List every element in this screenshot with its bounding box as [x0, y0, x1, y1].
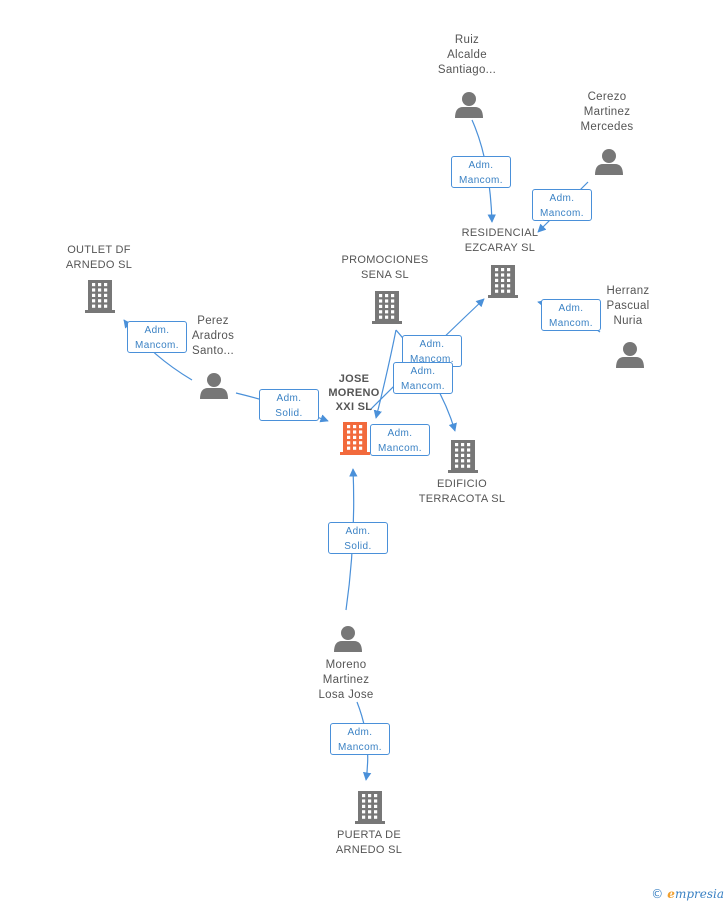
copyright-icon: ©	[651, 887, 664, 901]
role-badge-line2: Mancom.	[338, 742, 382, 753]
role-badge-line2: Solid.	[344, 541, 372, 552]
person-icon[interactable]	[455, 92, 483, 118]
node-label-herranz[interactable]: Herranz Pascual Nuria	[606, 284, 650, 327]
building-icon[interactable]	[355, 791, 385, 824]
building-icon[interactable]	[85, 280, 115, 313]
role-badge-line2: Mancom.	[401, 381, 445, 392]
role-badge-line1: Adm.	[387, 428, 413, 439]
node-label-puerta[interactable]: PUERTA DE ARNEDO SL	[335, 829, 403, 856]
building-icon[interactable]	[488, 265, 518, 298]
role-badge-line1: Adm.	[410, 366, 436, 377]
role-badge-line1: Adm.	[345, 526, 371, 537]
person-icon[interactable]	[595, 149, 623, 175]
role-badge[interactable]: Adm. Mancom.	[127, 321, 187, 353]
role-badge[interactable]: Adm. Mancom.	[451, 156, 511, 188]
role-badge-line2: Mancom.	[540, 208, 584, 219]
role-badge[interactable]: Adm. Solid.	[328, 522, 388, 554]
brand-name: mpresia	[674, 887, 724, 901]
building-icon[interactable]	[448, 440, 478, 473]
role-badge-line1: Adm.	[276, 393, 302, 404]
role-badge-line1: Adm.	[144, 325, 170, 336]
role-badge-line1: Adm.	[558, 303, 584, 314]
brand-initial: e	[667, 887, 675, 901]
role-badge[interactable]: Adm. Mancom.	[541, 299, 601, 331]
role-badge[interactable]: Adm. Solid.	[259, 389, 319, 421]
person-icon[interactable]	[616, 342, 644, 368]
node-label-cerezo[interactable]: Cerezo Martinez Mercedes	[580, 90, 634, 133]
role-badge-line1: Adm.	[347, 727, 373, 738]
role-badge-line1: Adm.	[549, 193, 575, 204]
person-icon[interactable]	[200, 373, 228, 399]
role-badge-line2: Solid.	[275, 408, 303, 419]
edge-promociones-to-jose_moreno	[373, 329, 397, 419]
person-icon[interactable]	[334, 626, 362, 652]
node-label-moreno[interactable]: Moreno Martinez Losa Jose	[318, 658, 374, 701]
building-icon[interactable]	[372, 291, 402, 324]
node-label-perez[interactable]: Perez Aradros Santo...	[191, 314, 235, 357]
role-badge-line2: Mancom.	[549, 318, 593, 329]
empresia-logo[interactable]: ©empresia	[651, 887, 724, 901]
node-label-ruiz[interactable]: Ruiz Alcalde Santiago...	[437, 33, 497, 76]
node-label-promociones[interactable]: PROMOCIONES SENA SL	[341, 254, 429, 281]
node-label-outlet[interactable]: OUTLET DF ARNEDO SL	[65, 244, 133, 271]
role-badge[interactable]: Adm. Mancom.	[370, 424, 430, 456]
role-badge[interactable]: Adm. Mancom.	[393, 362, 453, 394]
role-badge-line2: Mancom.	[135, 340, 179, 351]
role-badge-line1: Adm.	[419, 339, 445, 350]
role-badge-line1: Adm.	[468, 160, 494, 171]
role-badge[interactable]: Adm. Mancom.	[330, 723, 390, 755]
role-badge[interactable]: Adm. Mancom.	[532, 189, 592, 221]
building-icon[interactable]	[340, 422, 370, 455]
node-label-jose-moreno[interactable]: JOSE MORENO XXI SL	[328, 373, 380, 413]
role-badge-line2: Mancom.	[410, 354, 454, 365]
node-label-residencial[interactable]: RESIDENCIAL EZCARAY SL	[461, 227, 539, 254]
role-badge-line2: Mancom.	[459, 175, 503, 186]
node-label-edificio[interactable]: EDIFICIO TERRACOTA SL	[418, 478, 506, 505]
role-badge-line2: Mancom.	[378, 443, 422, 454]
